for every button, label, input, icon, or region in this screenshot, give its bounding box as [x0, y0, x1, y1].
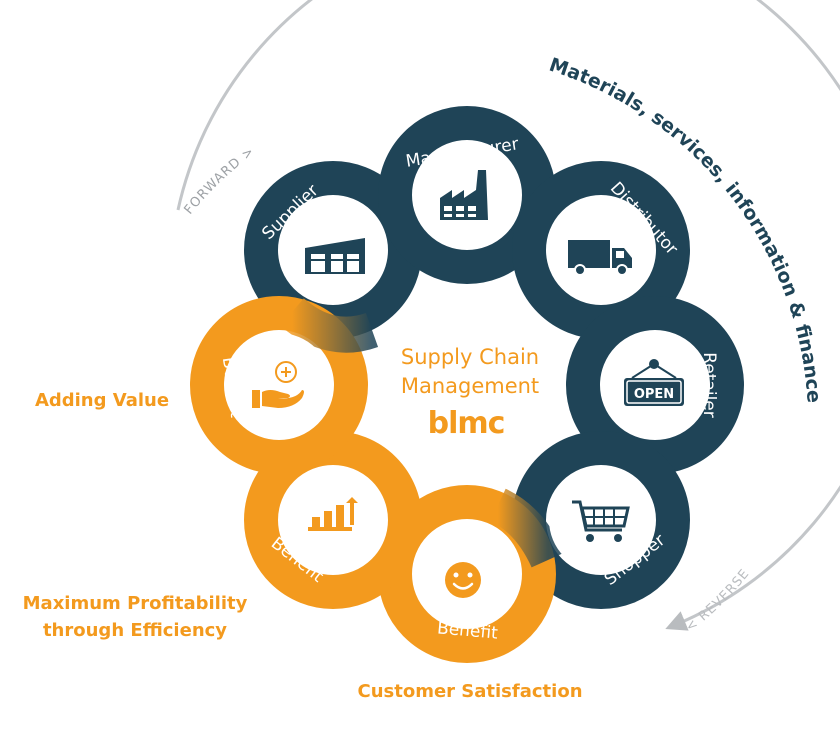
blmc-logo: blmc: [427, 406, 506, 441]
factory-icon: [440, 170, 488, 220]
center-title: Supply Chain Management: [360, 343, 580, 401]
profitability-label: Maximum Profitability through Efficiency: [10, 590, 260, 644]
profitability-label-line2: through Efficiency: [42, 620, 228, 641]
profitability-label-line1: Maximum Profitability: [22, 593, 248, 614]
warehouse-icon: [305, 238, 365, 274]
open-sign-icon: OPEN: [624, 359, 684, 406]
growth-chart-icon: [308, 497, 358, 531]
truck-icon: [568, 240, 632, 276]
shopping-cart-icon: [572, 500, 630, 542]
customer-satisfaction-label: Customer Satisfaction: [357, 681, 583, 702]
center-title-line2: Management: [400, 374, 540, 398]
orange-lobes: [190, 296, 556, 663]
flow-arc: [176, 0, 840, 631]
svg-text:OPEN: OPEN: [634, 387, 674, 402]
forward-label: FORWARD >: [181, 144, 257, 218]
color-transitions: [280, 298, 565, 568]
node-label-retailer: Retailer: [699, 352, 719, 418]
navy-lobes: [244, 106, 744, 609]
smiley-icon: [445, 562, 481, 598]
reverse-label: < REVERSE: [683, 566, 753, 635]
center-title-line1: Supply Chain: [400, 345, 540, 369]
hand-plus-icon: [252, 361, 304, 408]
icon-discs: [227, 143, 707, 626]
adding-value-label: Adding Value: [34, 390, 170, 411]
